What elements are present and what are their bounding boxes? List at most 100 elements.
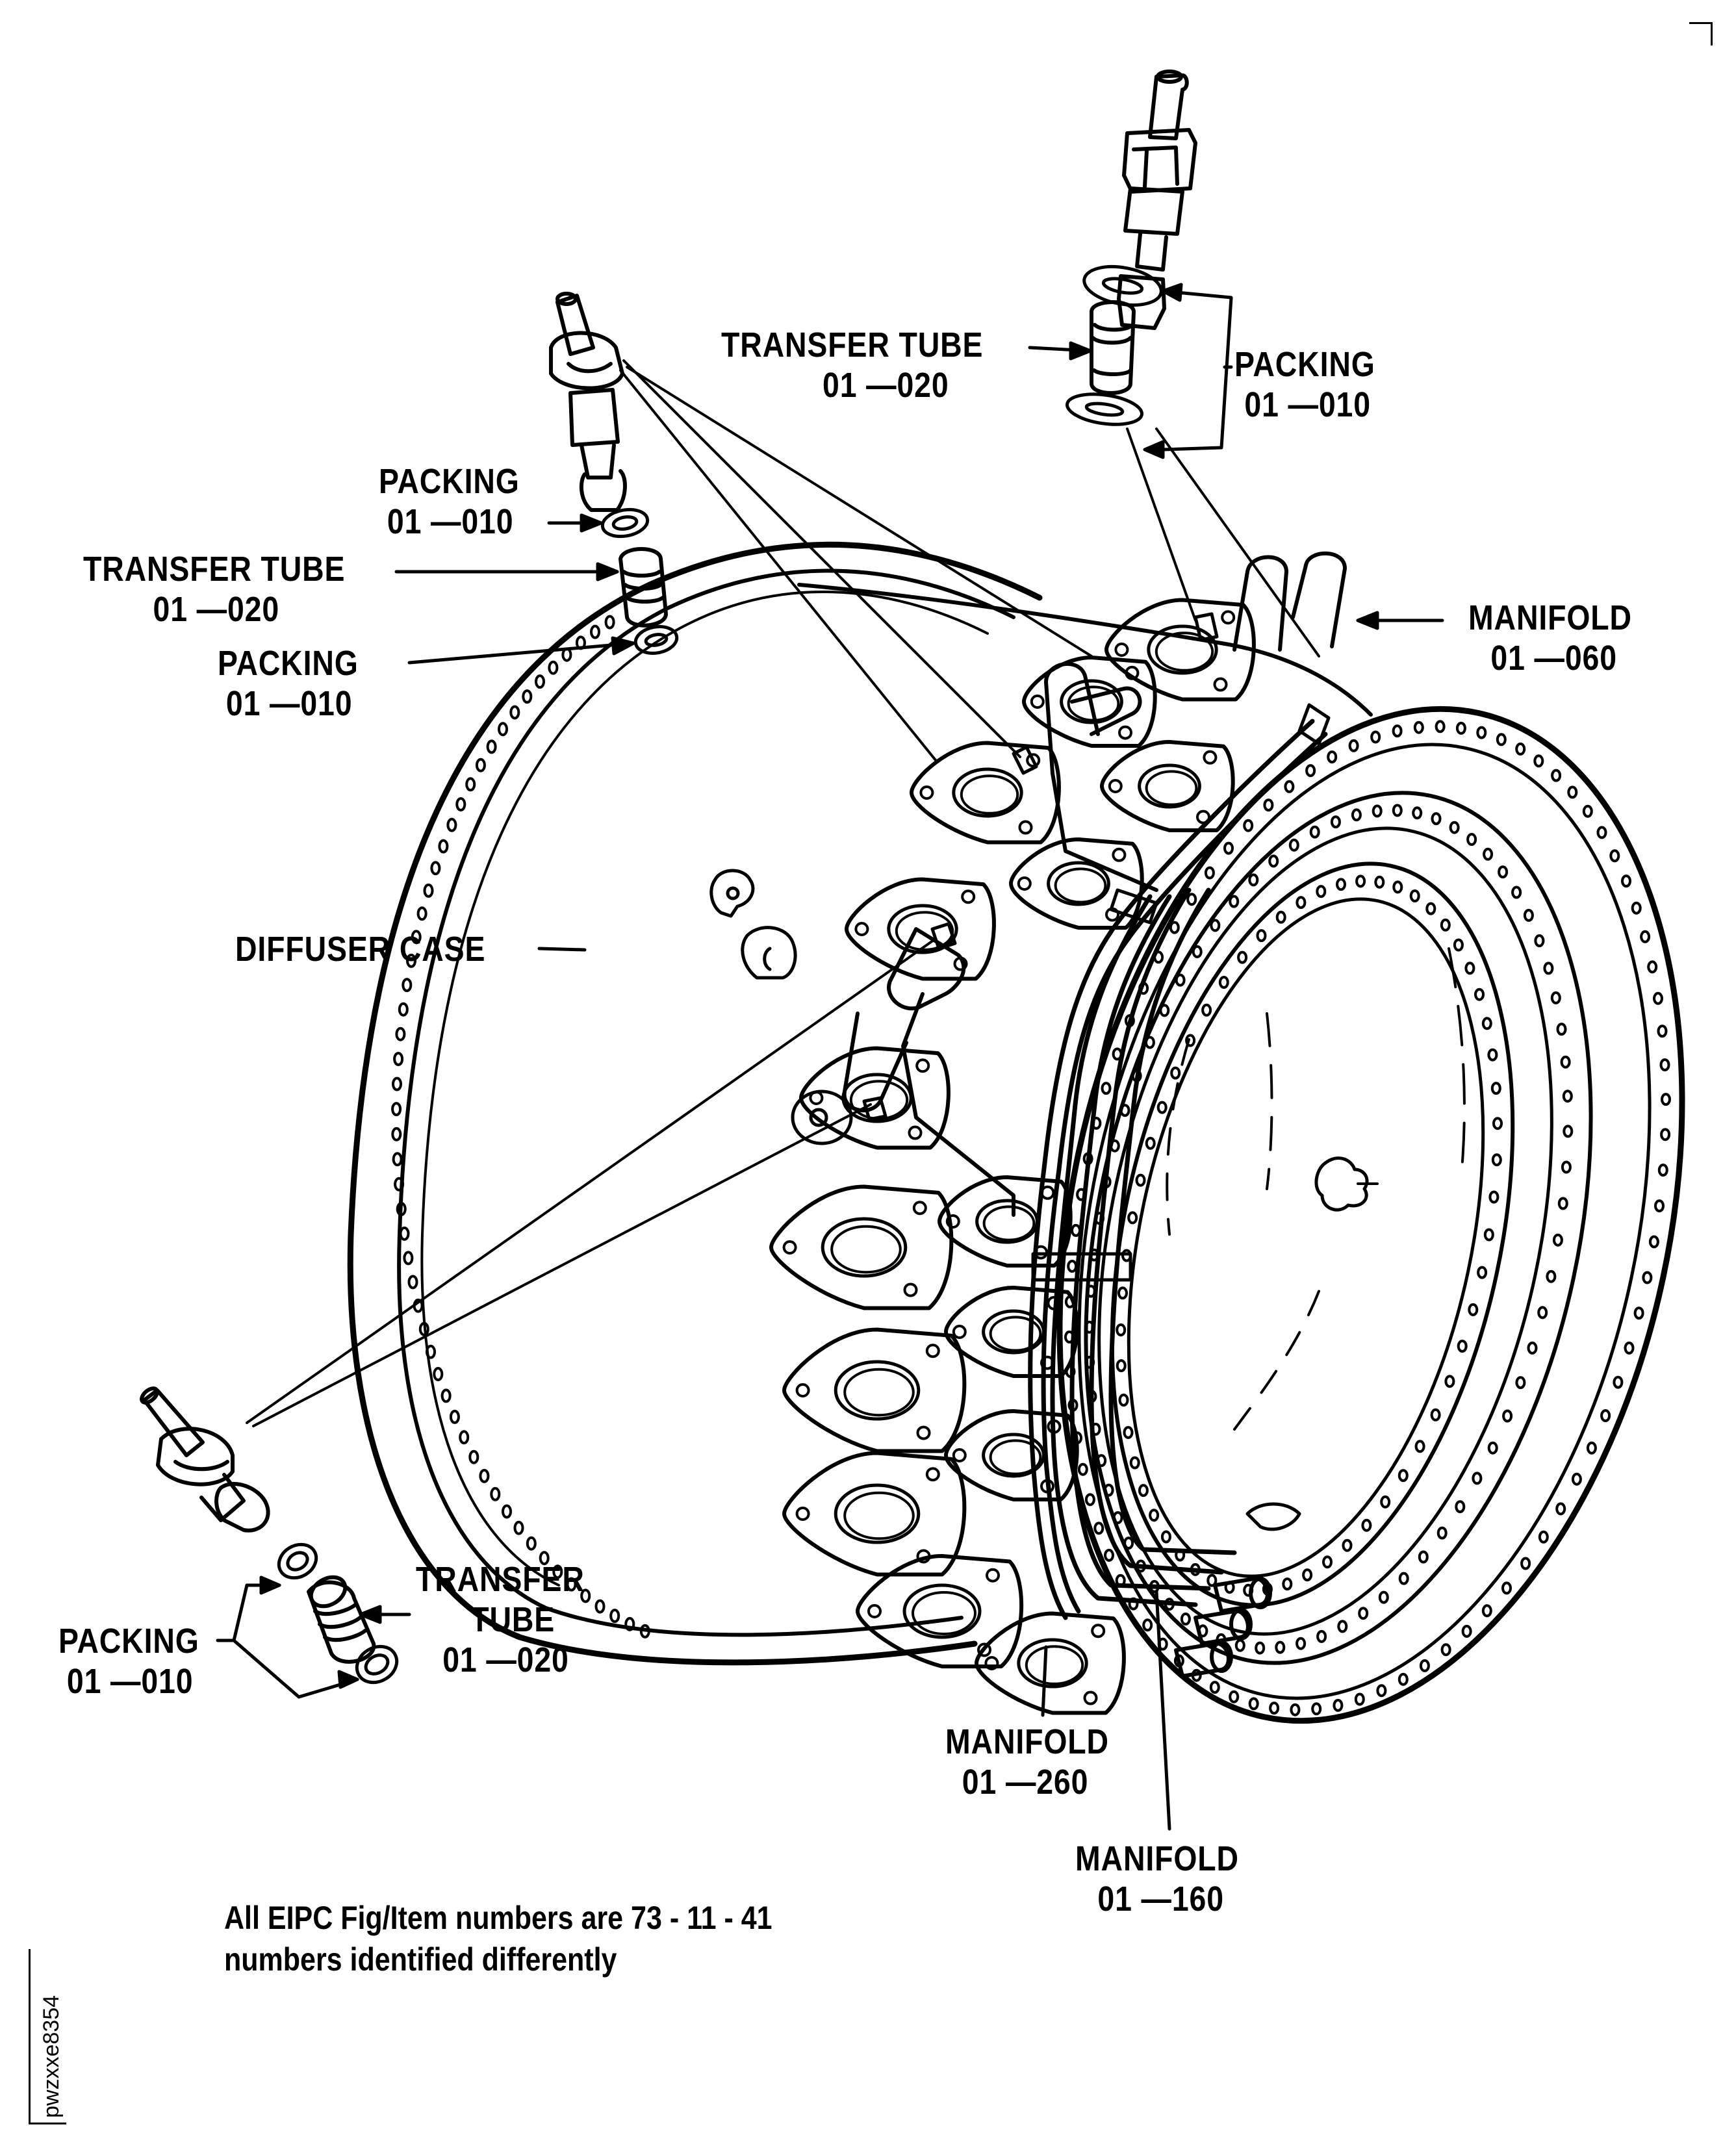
label-packing-left-lower: PACKING 01 —010 <box>218 643 359 724</box>
bolt-hole <box>392 1077 402 1091</box>
boss-pad <box>1104 598 1256 702</box>
bolt-hole <box>398 1002 409 1017</box>
bolt-hole <box>1487 1048 1498 1062</box>
label-transfer-tube-bottom: TRANSFER TUBE 01 —020 <box>416 1559 585 1680</box>
bolt-hole <box>1234 1638 1245 1652</box>
bolt-hole <box>1466 833 1477 846</box>
boss-pad <box>944 1409 1079 1501</box>
bolt-hole <box>395 1026 406 1041</box>
bolt-hole <box>396 1202 407 1216</box>
bolt-hole <box>391 1127 402 1141</box>
bolt-hole <box>1449 821 1460 834</box>
inner-lug-bottom <box>1245 1502 1301 1531</box>
bolt-hole <box>393 1052 404 1066</box>
bolt-hole <box>1538 1530 1549 1544</box>
bolt-hole <box>1453 938 1464 952</box>
boss-pad <box>856 1554 1024 1668</box>
transfer-tube-left <box>619 547 668 628</box>
bolt-hole <box>1563 1125 1574 1138</box>
bolt-hole <box>1290 1703 1301 1716</box>
bolt-hole <box>1127 1211 1138 1225</box>
item-number: 01 —260 <box>962 1763 1089 1802</box>
bolt-hole <box>1268 854 1279 868</box>
bolt-hole <box>1609 849 1620 863</box>
boss-pad <box>782 1327 967 1453</box>
bolt-hole <box>1204 866 1215 880</box>
bolt-hole <box>1218 976 1229 989</box>
bolt-hole <box>1633 1307 1644 1320</box>
bolt-hole <box>509 705 520 720</box>
bolt-hole <box>1550 991 1561 1004</box>
manifold-tubes <box>842 551 1347 1678</box>
bolt-hole <box>1372 804 1383 818</box>
bolt-hole <box>1543 962 1554 975</box>
bolt-hole <box>1311 1702 1322 1716</box>
item-number: 01 —010 <box>66 1662 194 1701</box>
bolt-hole <box>1647 960 1658 974</box>
bolt-hole <box>1138 1484 1149 1498</box>
bolt-hole <box>1192 945 1203 958</box>
bolt-hole <box>1483 1228 1494 1242</box>
bolt-hole <box>426 1344 436 1359</box>
bolt-hole <box>1248 1697 1259 1711</box>
bolt-hole <box>1156 1101 1168 1114</box>
bolt-hole <box>1248 873 1259 887</box>
tube-clamp <box>1297 703 1331 746</box>
part-name: TRANSFER <box>416 1560 585 1599</box>
bolt-hole <box>1237 950 1248 964</box>
eipc-note: All EIPC Fig/Item numbers are 73 - 11 - … <box>224 1897 772 1980</box>
bolt-hole <box>475 758 486 772</box>
rear-flange-outer <box>1056 706 1685 1724</box>
boss-pad <box>1100 740 1235 832</box>
bolt-hole <box>406 953 416 968</box>
rear-ring-3 <box>1110 861 1515 1607</box>
part-name: PACKING <box>218 644 359 683</box>
bolt-hole <box>1468 1303 1479 1316</box>
bolt-hole <box>1534 934 1545 947</box>
bolt-hole <box>1527 1341 1538 1355</box>
rear-flange-inner <box>1077 743 1652 1700</box>
label-packing-bottom: PACKING 01 —010 <box>58 1621 199 1702</box>
transfer-tube-bottom <box>307 1575 376 1664</box>
bolt-hole <box>1496 733 1507 746</box>
bolt-hole <box>552 1564 563 1579</box>
bolt-hole <box>1142 1618 1153 1632</box>
bolt-hole <box>1229 895 1240 908</box>
fuel-nozzle-fitting-left <box>549 292 627 512</box>
bolt-hole <box>1243 819 1254 832</box>
bolt-hole <box>1511 886 1522 899</box>
bolt-hole <box>1296 1637 1307 1650</box>
bolt-hole <box>394 1177 405 1192</box>
bolt-hole <box>498 722 508 737</box>
manifold-260-tube <box>1050 894 1198 1607</box>
bolt-hole <box>548 660 559 675</box>
bolt-hole <box>1201 1003 1212 1017</box>
bolt-hole <box>1476 726 1487 739</box>
bolt-hole <box>1209 1681 1220 1694</box>
part-name: DIFFUSER CASE <box>235 930 486 969</box>
bolt-hole <box>1533 754 1544 768</box>
bolt-hole <box>1562 1090 1573 1103</box>
bolt-hole <box>1096 1454 1107 1468</box>
bolt-hole <box>391 1102 402 1117</box>
bolt-hole <box>1374 875 1385 889</box>
bolt-hole <box>1117 1286 1128 1300</box>
bolt-hole <box>1657 1025 1668 1038</box>
front-flange-bolt-holes <box>391 615 650 1638</box>
bolt-hole <box>1474 988 1485 1001</box>
bolt-hole <box>1256 929 1267 943</box>
bolt-hole <box>1275 1640 1286 1654</box>
bolt-hole <box>1084 1493 1095 1507</box>
fuel-nozzle-pads <box>769 598 1256 1715</box>
bolt-hole <box>1282 1577 1293 1591</box>
transfer-tube-top <box>1090 300 1136 395</box>
bolt-hole <box>1392 804 1403 817</box>
bolt-hole <box>1103 1483 1114 1497</box>
bolt-hole <box>1648 1235 1659 1249</box>
part-name: PACKING <box>58 1622 199 1661</box>
bolt-hole <box>1487 1441 1498 1455</box>
bolt-hole <box>1358 1607 1369 1620</box>
bolt-hole <box>1118 1394 1129 1407</box>
tube-clamp <box>1109 888 1158 924</box>
bolt-hole <box>1302 1568 1313 1582</box>
